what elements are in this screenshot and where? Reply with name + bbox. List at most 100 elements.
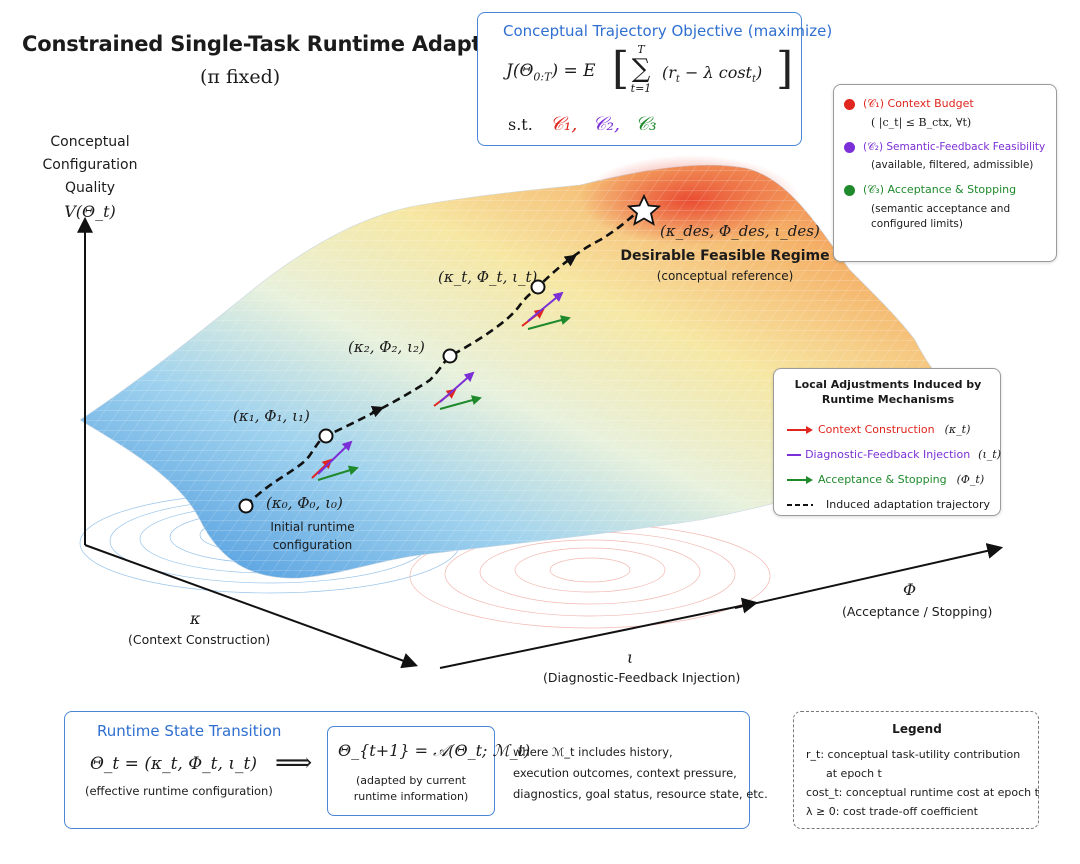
adj-context-label: Context Construction: [818, 423, 935, 436]
objective-lhs: J(Θ: [506, 61, 534, 81]
transition-heading: Runtime State Transition: [97, 722, 282, 740]
update-equation: Θ_{t+1} = 𝒜(Θ_t; ℳ_t): [338, 741, 531, 760]
star-icon: [626, 193, 662, 226]
c3-detail: (semantic acceptance and configured limi…: [871, 203, 1011, 230]
desirable-regime-title: Desirable Feasible Regime: [620, 248, 830, 264]
purple-arrow-icon: [787, 453, 802, 456]
kappa-axis-label: (Context Construction): [128, 632, 271, 647]
adj-row-diagnostic: Diagnostic-Feedback Injection (ι_t): [786, 442, 1001, 467]
point-0-label: (κ₀, Φ₀, ι₀): [266, 494, 343, 512]
summand: (r: [662, 63, 676, 82]
constraint-c1: 𝒞₁,: [549, 113, 578, 135]
left-bracket: [: [612, 43, 630, 94]
green-arrow-icon: [787, 475, 813, 484]
c2-label: (𝒞₂) Semantic-Feedback Feasibility: [863, 141, 1046, 153]
red-arrow-icon: [787, 425, 813, 434]
adj-row-context: Context Construction (κ_t): [786, 417, 1001, 442]
trajectory-arrow-2: [563, 254, 577, 267]
adj-diagnostic-symbol: (ι_t): [978, 448, 1001, 461]
iota-axis-label: (Diagnostic-Feedback Injection): [543, 670, 741, 685]
summand-rest: − λ cost: [679, 63, 752, 82]
phi-axis-label: (Acceptance / Stopping): [842, 604, 993, 619]
right-bracket: ]: [776, 43, 794, 94]
local-adjustments-heading-line2: Runtime Mechanisms: [821, 393, 955, 406]
objective-box: Conceptual Trajectory Objective (maximiz…: [477, 12, 832, 146]
sum-bottom: t=1: [630, 82, 652, 95]
iota-symbol: ι: [627, 648, 634, 667]
green-arrow: [317, 465, 359, 481]
point-1-label: (κ₁, Φ₁, ι₁): [233, 407, 310, 425]
arrows-group-3: [521, 291, 571, 330]
objective-lhs-sub: 0:T: [533, 70, 552, 84]
c2-detail: (available, filtered, admissible): [871, 159, 1034, 171]
adj-acceptance-symbol: (Φ_t): [956, 473, 985, 486]
dashed-line-icon: [787, 503, 813, 506]
legend-lambda-line: λ ≥ 0: cost trade-off coefficient: [806, 805, 978, 818]
where-line3: diagnostics, goal status, resource state…: [513, 787, 768, 801]
purple-arrow: [439, 371, 475, 403]
constraint-c3: 𝒞₃: [635, 113, 657, 135]
point-0: [238, 498, 254, 514]
local-adjustments-heading-line1: Local Adjustments Induced by: [794, 378, 982, 391]
point-2-label: (κ₂, Φ₂, ι₂): [348, 338, 425, 356]
point-0-note-line1: Initial runtime: [270, 520, 355, 534]
state-note: (effective runtime configuration): [85, 784, 273, 798]
state-equation: Θ_t = (κ_t, Φ_t, ι_t): [90, 754, 257, 774]
legend-r-line1: r_t: conceptual task-utility contributio…: [806, 748, 1021, 761]
purple-arrow: [317, 440, 353, 475]
sum-top: T: [637, 43, 645, 56]
legend-heading: Legend: [892, 722, 942, 736]
c1-label: (𝒞₁) Context Budget: [863, 97, 974, 110]
point-2: [442, 348, 458, 364]
update-note-line2: runtime information): [353, 790, 469, 803]
subject-to-label: s.t.: [508, 115, 533, 134]
adj-row-trajectory: Induced adaptation trajectory: [786, 492, 1001, 517]
transition-box: Runtime State Transition Θ_t = (κ_t, Φ_t…: [64, 711, 768, 829]
adj-diagnostic-label: Diagnostic-Feedback Injection: [805, 448, 971, 461]
y-axis-label-line2: Configuration Quality: [42, 157, 138, 196]
sum-symbol: ∑: [631, 54, 651, 84]
y-axis-label-line1: Conceptual: [50, 134, 130, 150]
surface-mesh: [80, 165, 1000, 579]
arrows-group-2: [433, 371, 482, 410]
arrows-group-1: [311, 440, 359, 481]
purple-arrow: [527, 291, 564, 322]
c1-detail: ( |c_t| ≤ B_ctx, ∀t): [871, 116, 972, 129]
local-adjustments-box: Local Adjustments Induced by Runtime Mec…: [773, 368, 1001, 516]
objective-heading-note: (maximize): [747, 22, 833, 40]
phi-axis: [734, 543, 1004, 609]
page-subtitle: (π fixed): [200, 66, 281, 88]
constraint-c2: 𝒞₂,: [592, 113, 621, 135]
phi-symbol: Φ: [903, 580, 917, 599]
c3-dot-icon: [844, 184, 855, 196]
point-t: [530, 279, 546, 295]
c1-dot-icon: [844, 98, 855, 110]
iota-axis: [439, 597, 759, 669]
adj-context-symbol: (κ_t): [944, 423, 971, 436]
adj-row-acceptance: Acceptance & Stopping (Φ_t): [786, 467, 1001, 492]
where-line2: execution outcomes, context pressure,: [513, 766, 737, 780]
green-arrow: [527, 315, 571, 330]
implies-arrow-icon: ⟹: [275, 748, 313, 778]
legend-r-line2: at epoch t: [826, 767, 882, 780]
constraints-box: (𝒞₁) Context Budget ( |c_t| ≤ B_ctx, ∀t)…: [833, 84, 1057, 262]
desirable-point-label: (κ_des, Φ_des, ι_des): [660, 222, 820, 240]
summand-close: ): [756, 63, 763, 82]
green-arrow: [439, 395, 482, 410]
update-note-line1: (adapted by current: [356, 774, 466, 787]
page-title: Constrained Single-Task Runtime Adaptati…: [22, 32, 542, 56]
red-arrow: [311, 458, 333, 479]
kappa-symbol: κ: [190, 609, 201, 628]
point-0-note-line2: configuration: [272, 538, 353, 552]
y-axis-symbol: V(Θ_t): [64, 202, 116, 221]
c2-dot-icon: [844, 142, 855, 153]
objective-heading: Conceptual Trajectory Objective: [503, 22, 743, 40]
legend-box: Legend r_t: conceptual task-utility cont…: [793, 711, 1039, 829]
summand-rest-sub: t: [751, 74, 756, 86]
adj-trajectory-label: Induced adaptation trajectory: [826, 498, 991, 511]
point-t-label: (κ_t, Φ_t, ι_t): [438, 268, 538, 286]
desirable-regime-note: (conceptual reference): [656, 269, 794, 283]
point-1: [318, 428, 334, 444]
c3-label: (𝒞₃) Acceptance & Stopping: [863, 183, 1017, 196]
adj-acceptance-label: Acceptance & Stopping: [818, 473, 947, 486]
